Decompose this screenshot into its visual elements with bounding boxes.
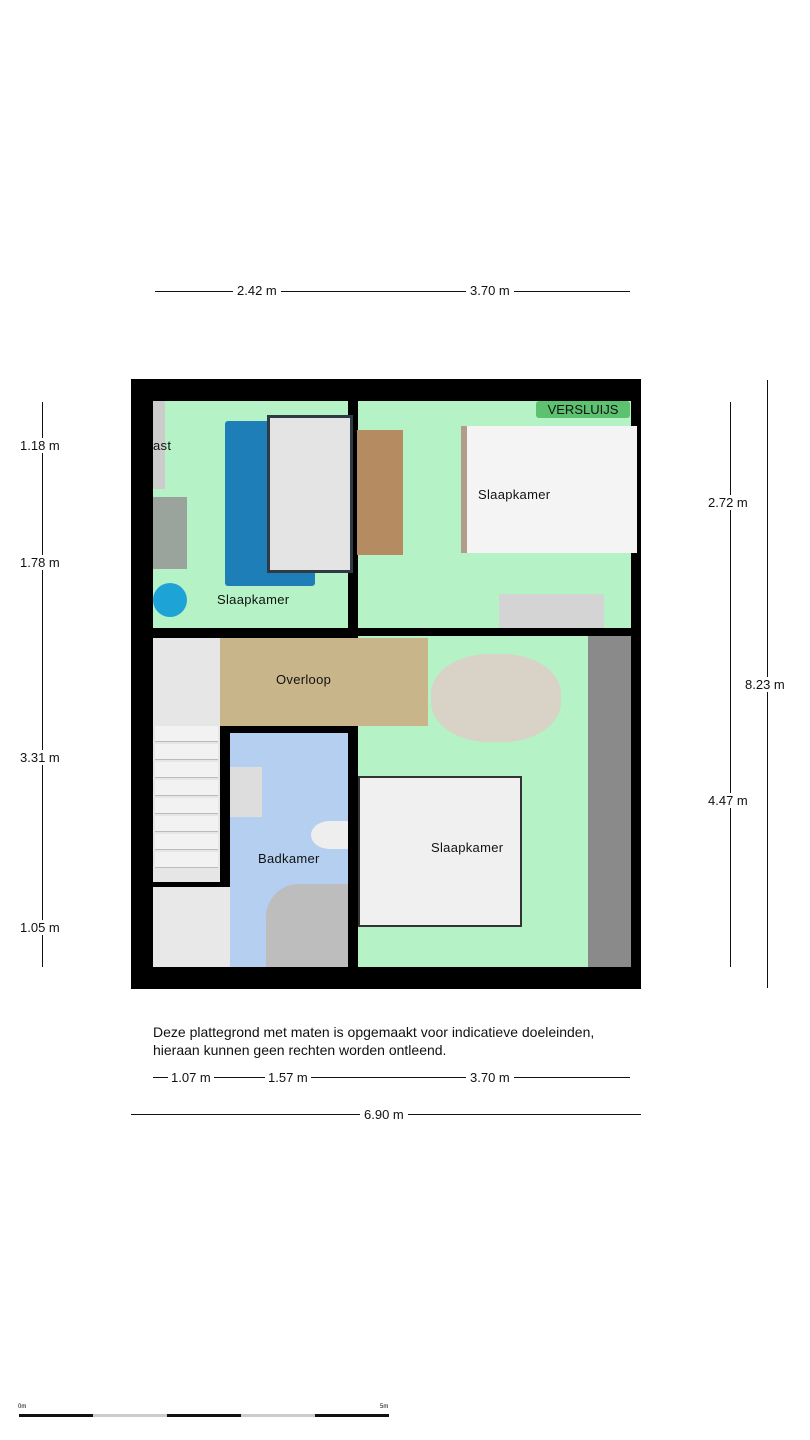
scale-start: 0m [18, 1404, 27, 1410]
dim-left-3: 3.31 m [20, 750, 60, 765]
room-landing [220, 638, 428, 726]
floor-plan: VERSLUIJS [131, 379, 641, 989]
disclaimer-line-1: Deze plattegrond met maten is opgemaakt … [153, 1024, 595, 1040]
double-bed-top [461, 426, 637, 553]
double-bed-bottom [358, 776, 522, 927]
dim-top-1: 2.42 m [233, 283, 281, 298]
dim-total-width: 6.90 m [360, 1107, 408, 1122]
dim-bottom-1: 1.07 m [168, 1070, 214, 1085]
toilet [311, 821, 348, 849]
scale-bar [19, 1414, 389, 1417]
label-bathroom: Badkamer [258, 851, 320, 866]
rug-grey [153, 497, 187, 569]
dim-right-3: 8.23 m [745, 677, 785, 692]
closet [153, 401, 165, 489]
disclaimer-line-2: hieraan kunnen geen rechten worden ontle… [153, 1042, 447, 1058]
bathtub [266, 884, 348, 967]
scale-end: 5m [380, 1404, 389, 1410]
dim-bottom-2: 1.57 m [265, 1070, 311, 1085]
label-bedroom-bottom-right: Slaapkamer [431, 840, 504, 855]
pouf [153, 583, 187, 617]
brand-badge: VERSLUIJS [536, 401, 630, 418]
label-closet: ast [153, 438, 172, 453]
desk [357, 430, 403, 555]
label-bedroom-top-right: Slaapkamer [478, 487, 551, 502]
dim-top-2: 3.70 m [466, 283, 514, 298]
single-bed [267, 415, 353, 573]
label-landing: Overloop [276, 672, 332, 687]
dim-left-4: 1.05 m [20, 920, 60, 935]
sink [230, 767, 262, 817]
storage-room [153, 887, 230, 967]
dim-right-1: 2.72 m [708, 495, 748, 510]
dim-right-2: 4.47 m [708, 793, 748, 808]
dresser [499, 594, 604, 628]
dim-line-bottom [153, 1077, 630, 1078]
label-bedroom-top-left: Slaapkamer [217, 592, 290, 607]
sheepskin-rug [431, 654, 561, 742]
dim-left-2: 1.78 m [20, 555, 60, 570]
dim-line-left [42, 402, 43, 967]
dim-left-1: 1.18 m [20, 438, 60, 453]
dim-line-right-inner [730, 402, 731, 967]
dim-line-top [155, 291, 630, 292]
dim-bottom-3: 3.70 m [466, 1070, 514, 1085]
wardrobe [588, 636, 631, 967]
